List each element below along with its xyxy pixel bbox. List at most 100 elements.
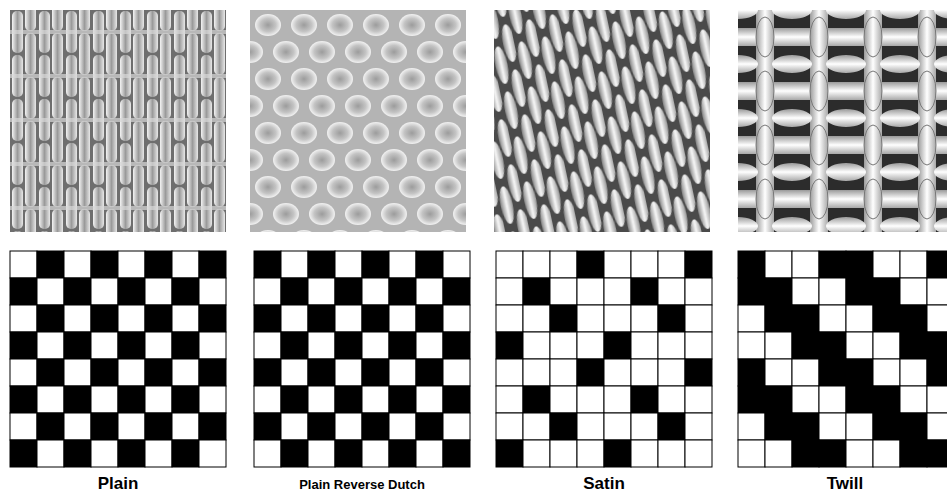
grid-cell — [91, 359, 118, 386]
grid-cell — [819, 440, 846, 467]
grid-cell — [631, 305, 658, 332]
grid-cell — [577, 386, 604, 413]
grid-cell — [37, 413, 64, 440]
grid-cell — [765, 413, 792, 440]
grid-cell — [37, 440, 64, 467]
grid-cell — [118, 278, 145, 305]
grid-cell — [792, 413, 819, 440]
grid-cell — [389, 332, 416, 359]
grid-cell — [254, 386, 281, 413]
grid-cell — [416, 359, 443, 386]
grid-cell — [199, 440, 226, 467]
grid-cell — [281, 359, 308, 386]
grid-cell — [308, 332, 335, 359]
grid-cell — [172, 332, 199, 359]
grid-cell — [631, 413, 658, 440]
grid-cell — [846, 386, 873, 413]
grid-cell — [145, 305, 172, 332]
grid-cell — [389, 251, 416, 278]
grid-cell — [819, 386, 846, 413]
grid-cell — [37, 251, 64, 278]
grid-cell — [792, 305, 819, 332]
grid-cell — [172, 359, 199, 386]
grid-cell — [172, 251, 199, 278]
grid-cell — [685, 251, 712, 278]
grid-cell — [118, 251, 145, 278]
grid-cell — [550, 332, 577, 359]
grid-cell — [550, 251, 577, 278]
grid-cell — [64, 305, 91, 332]
grid-cell — [846, 251, 873, 278]
grid-cell — [577, 332, 604, 359]
grid-cell — [577, 278, 604, 305]
grid-cell — [443, 386, 470, 413]
grid-cell — [91, 386, 118, 413]
grid-cell — [685, 359, 712, 386]
grid-cell — [64, 413, 91, 440]
grid-cell — [199, 386, 226, 413]
grid-cell — [416, 305, 443, 332]
grid-cell — [145, 278, 172, 305]
grid-cell — [738, 251, 765, 278]
grid-cell — [550, 359, 577, 386]
grid-cell — [604, 305, 631, 332]
grid-cell — [118, 359, 145, 386]
grid-cell — [91, 440, 118, 467]
grid-cell — [819, 359, 846, 386]
grid-cell — [819, 305, 846, 332]
grid-cell — [362, 413, 389, 440]
weave-label: Plain — [98, 474, 139, 493]
grid-cell — [685, 440, 712, 467]
grid-cell — [91, 278, 118, 305]
grid-cell — [91, 413, 118, 440]
grid-cell — [91, 332, 118, 359]
grid-cell — [64, 332, 91, 359]
grid-cell — [846, 413, 873, 440]
grid-cell — [308, 278, 335, 305]
grid-cell — [281, 332, 308, 359]
grid-cell — [927, 359, 947, 386]
grid-cell — [199, 278, 226, 305]
grid-cell — [389, 278, 416, 305]
grid-cell — [550, 305, 577, 332]
grid-cell — [738, 305, 765, 332]
grid-cell — [308, 305, 335, 332]
satin-photo — [494, 10, 710, 232]
grid-cell — [254, 332, 281, 359]
grid-cell — [416, 413, 443, 440]
grid-cell — [819, 413, 846, 440]
grid-cell — [765, 359, 792, 386]
grid-cell — [389, 359, 416, 386]
grid-cell — [658, 332, 685, 359]
grid-cell — [631, 251, 658, 278]
grid-cell — [10, 251, 37, 278]
grid-cell — [550, 413, 577, 440]
grid-cell — [118, 332, 145, 359]
grid-cell — [308, 386, 335, 413]
grid-cell — [64, 359, 91, 386]
grid-cell — [91, 251, 118, 278]
grid-cell — [335, 386, 362, 413]
grid-cell — [685, 386, 712, 413]
grid-cell — [819, 251, 846, 278]
grid-cell — [254, 278, 281, 305]
grid-cell — [308, 359, 335, 386]
grid-cell — [900, 305, 927, 332]
grid-cell — [523, 278, 550, 305]
grid-cell — [335, 332, 362, 359]
grid-cell — [792, 386, 819, 413]
weave-label: Satin — [583, 474, 625, 493]
grid-cell — [335, 305, 362, 332]
grid-cell — [335, 359, 362, 386]
grid-cell — [927, 251, 947, 278]
grid-cell — [308, 413, 335, 440]
grid-cell — [145, 413, 172, 440]
grid-cell — [900, 359, 927, 386]
grid-cell — [873, 251, 900, 278]
grid-cell — [523, 332, 550, 359]
grid-cell — [281, 305, 308, 332]
grid-cell — [254, 359, 281, 386]
grid-cell — [873, 440, 900, 467]
grid-cell — [362, 251, 389, 278]
grid-cell — [362, 440, 389, 467]
